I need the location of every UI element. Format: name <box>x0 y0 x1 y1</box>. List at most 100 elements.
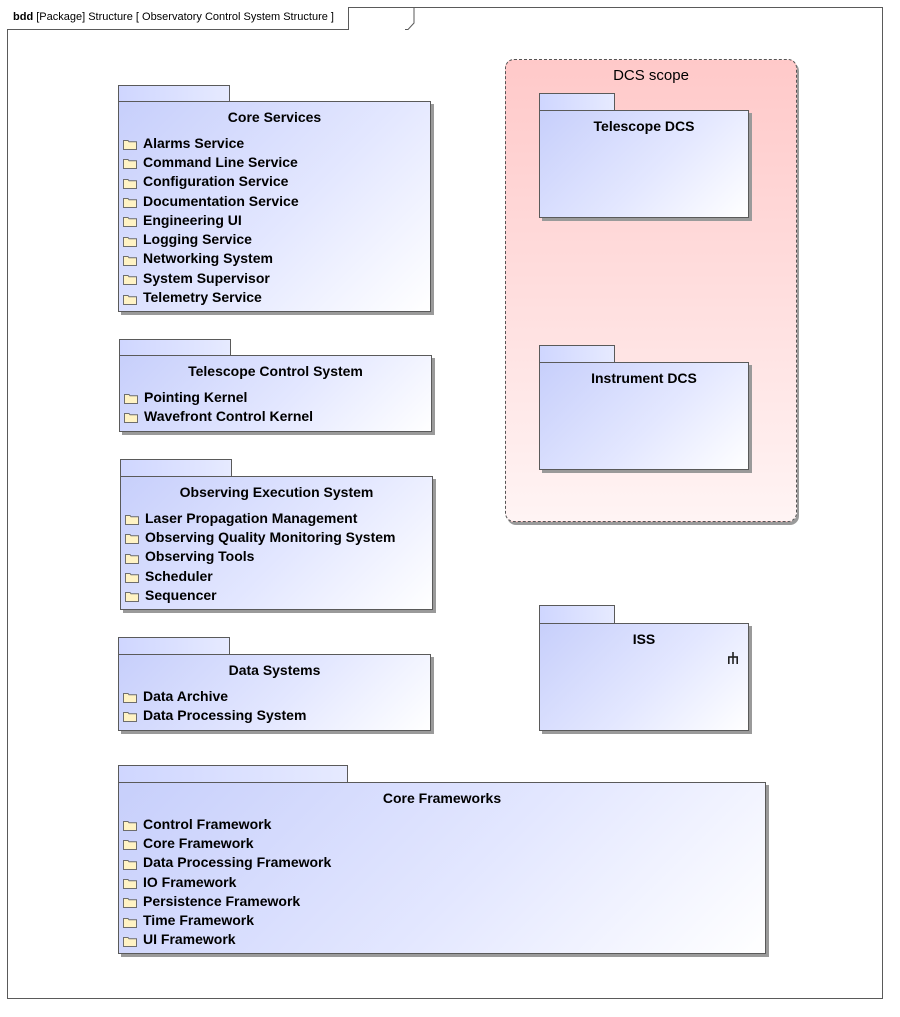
folder-icon <box>123 156 137 170</box>
observing-execution-package-tab <box>120 459 232 477</box>
folder-icon <box>123 292 137 305</box>
package-member-item[interactable]: Sequencer <box>125 585 395 604</box>
instrument-dcs-package[interactable]: Instrument DCS <box>539 362 749 470</box>
frame-label-corner <box>405 7 415 30</box>
package-member-item[interactable]: Observing Tools <box>125 547 395 566</box>
core-frameworks-title: Core Frameworks <box>382 790 502 806</box>
folder-icon <box>125 551 139 564</box>
package-member-label: Laser Propagation Management <box>145 509 358 526</box>
folder-icon <box>123 234 137 247</box>
package-member-label: Time Framework <box>143 912 255 929</box>
iss-package[interactable]: ISS <box>539 623 749 731</box>
dcs-scope-title: DCS scope <box>613 67 689 84</box>
diagram-frame-label: bdd [Package] Structure [ Observatory Co… <box>7 7 349 30</box>
package-member-label: Logging Service <box>143 231 252 248</box>
folder-icon <box>123 837 137 851</box>
telescope-dcs-title: Telescope DCS <box>593 118 695 134</box>
package-member-item[interactable]: Documentation Service <box>123 191 299 210</box>
data-systems-package-tab <box>118 637 230 655</box>
package-member-label: Sequencer <box>145 586 217 603</box>
package-member-label: Observing Tools <box>145 548 255 565</box>
package-member-label: Scheduler <box>145 567 213 584</box>
package-member-label: IO Framework <box>143 873 237 890</box>
package-member-item[interactable]: System Supervisor <box>123 268 299 287</box>
instrument-dcs-title: Instrument DCS <box>591 370 697 386</box>
folder-icon <box>123 895 137 909</box>
core-services-title: Core Services <box>227 109 322 125</box>
instrument-dcs-package-tab <box>539 345 615 363</box>
package-member-label: Alarms Service <box>143 134 245 151</box>
package-member-label: Documentation Service <box>143 192 299 209</box>
folder-icon <box>123 857 137 870</box>
package-member-label: Persistence Framework <box>143 892 301 909</box>
data-systems-title: Data Systems <box>228 662 321 678</box>
folder-icon <box>124 391 138 405</box>
package-member-item[interactable]: Core Framework <box>123 833 331 852</box>
core-frameworks-package-tab <box>118 765 348 783</box>
package-member-item[interactable]: Logging Service <box>123 229 299 248</box>
package-member-label: Engineering UI <box>143 211 242 228</box>
package-member-label: Wavefront Control Kernel <box>144 407 314 424</box>
core-services-package-tab <box>118 85 230 102</box>
package-member-item[interactable]: Observing Quality Monitoring System <box>125 527 395 546</box>
telescope-dcs-package-tab <box>539 93 615 111</box>
package-member-label: Telemetry Service <box>143 289 262 306</box>
package-member-label: Data Processing Framework <box>143 854 332 871</box>
package-member-item[interactable]: Configuration Service <box>123 172 299 191</box>
folder-icon <box>124 410 138 424</box>
package-member-item[interactable]: Wavefront Control Kernel <box>124 406 313 425</box>
package-member-item[interactable]: Pointing Kernel <box>124 387 313 406</box>
package-member-label: Control Framework <box>143 815 272 832</box>
diagram-frame <box>7 7 883 999</box>
package-member-item[interactable]: Laser Propagation Management <box>125 508 395 527</box>
package-member-item[interactable]: Time Framework <box>123 910 331 929</box>
package-member-label: Command Line Service <box>143 153 298 170</box>
package-member-item[interactable]: Data Archive <box>123 686 306 705</box>
telescope-control-package-tab <box>119 339 231 356</box>
folder-icon <box>123 934 137 947</box>
subsystem-structure-icon <box>727 652 738 664</box>
folder-icon <box>125 512 139 526</box>
package-member-item[interactable]: Networking System <box>123 249 299 268</box>
folder-icon <box>123 253 137 266</box>
folder-icon <box>123 690 137 704</box>
folder-icon <box>123 818 137 832</box>
folder-icon <box>123 176 137 189</box>
iss-title: ISS <box>632 631 656 647</box>
folder-icon <box>123 272 137 286</box>
package-member-label: System Supervisor <box>143 269 270 286</box>
folder-icon <box>123 195 137 209</box>
package-member-item[interactable]: Engineering UI <box>123 210 299 229</box>
iss-package-tab <box>539 605 615 624</box>
observing-execution-package[interactable]: Observing Execution System Laser Propaga… <box>120 476 433 610</box>
folder-icon <box>125 570 139 584</box>
diagram-name: [Package] Structure [ Observatory Contro… <box>36 11 334 23</box>
package-member-label: Observing Quality Monitoring System <box>145 528 396 545</box>
telescope-control-package[interactable]: Telescope Control System Pointing Kernel… <box>119 355 432 432</box>
package-member-label: UI Framework <box>143 931 236 948</box>
package-member-item[interactable]: IO Framework <box>123 872 331 891</box>
package-member-item[interactable]: Scheduler <box>125 566 395 585</box>
package-member-item[interactable]: Alarms Service <box>123 133 299 152</box>
package-member-item[interactable]: Persistence Framework <box>123 891 331 910</box>
package-member-item[interactable]: UI Framework <box>123 930 331 949</box>
package-member-item[interactable]: Control Framework <box>123 814 331 833</box>
package-member-item[interactable]: Command Line Service <box>123 152 299 171</box>
observing-execution-title: Observing Execution System <box>179 484 374 500</box>
package-member-item[interactable]: Data Processing Framework <box>123 853 331 872</box>
package-member-label: Networking System <box>143 250 273 267</box>
package-member-label: Data Processing System <box>143 706 307 723</box>
folder-icon <box>123 915 137 928</box>
telescope-dcs-package[interactable]: Telescope DCS <box>539 110 749 218</box>
package-member-item[interactable]: Data Processing System <box>123 705 306 724</box>
package-member-item[interactable]: Telemetry Service <box>123 287 299 306</box>
diagram-kind: bdd <box>13 11 34 23</box>
